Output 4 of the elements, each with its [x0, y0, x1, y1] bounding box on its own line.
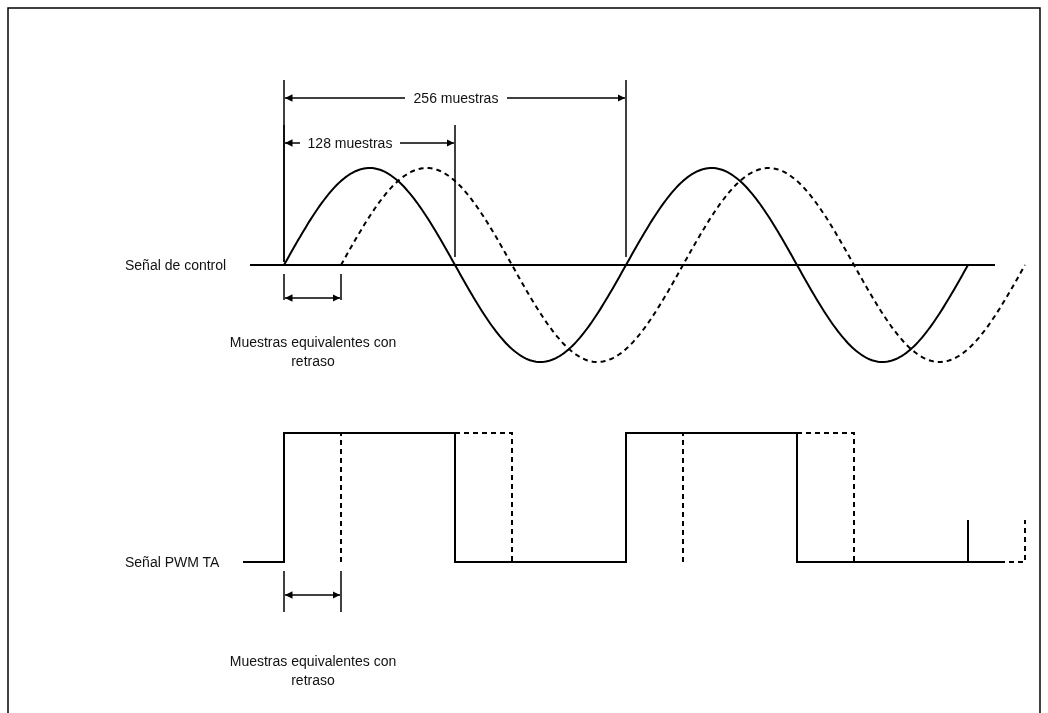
annotation-text: Muestras equivalentes con retraso: [228, 652, 398, 690]
signal-label: Señal de control: [125, 256, 227, 275]
signal-label: Señal PWM TA: [125, 553, 220, 572]
annotation-text: Muestras equivalentes con retraso: [228, 333, 398, 371]
